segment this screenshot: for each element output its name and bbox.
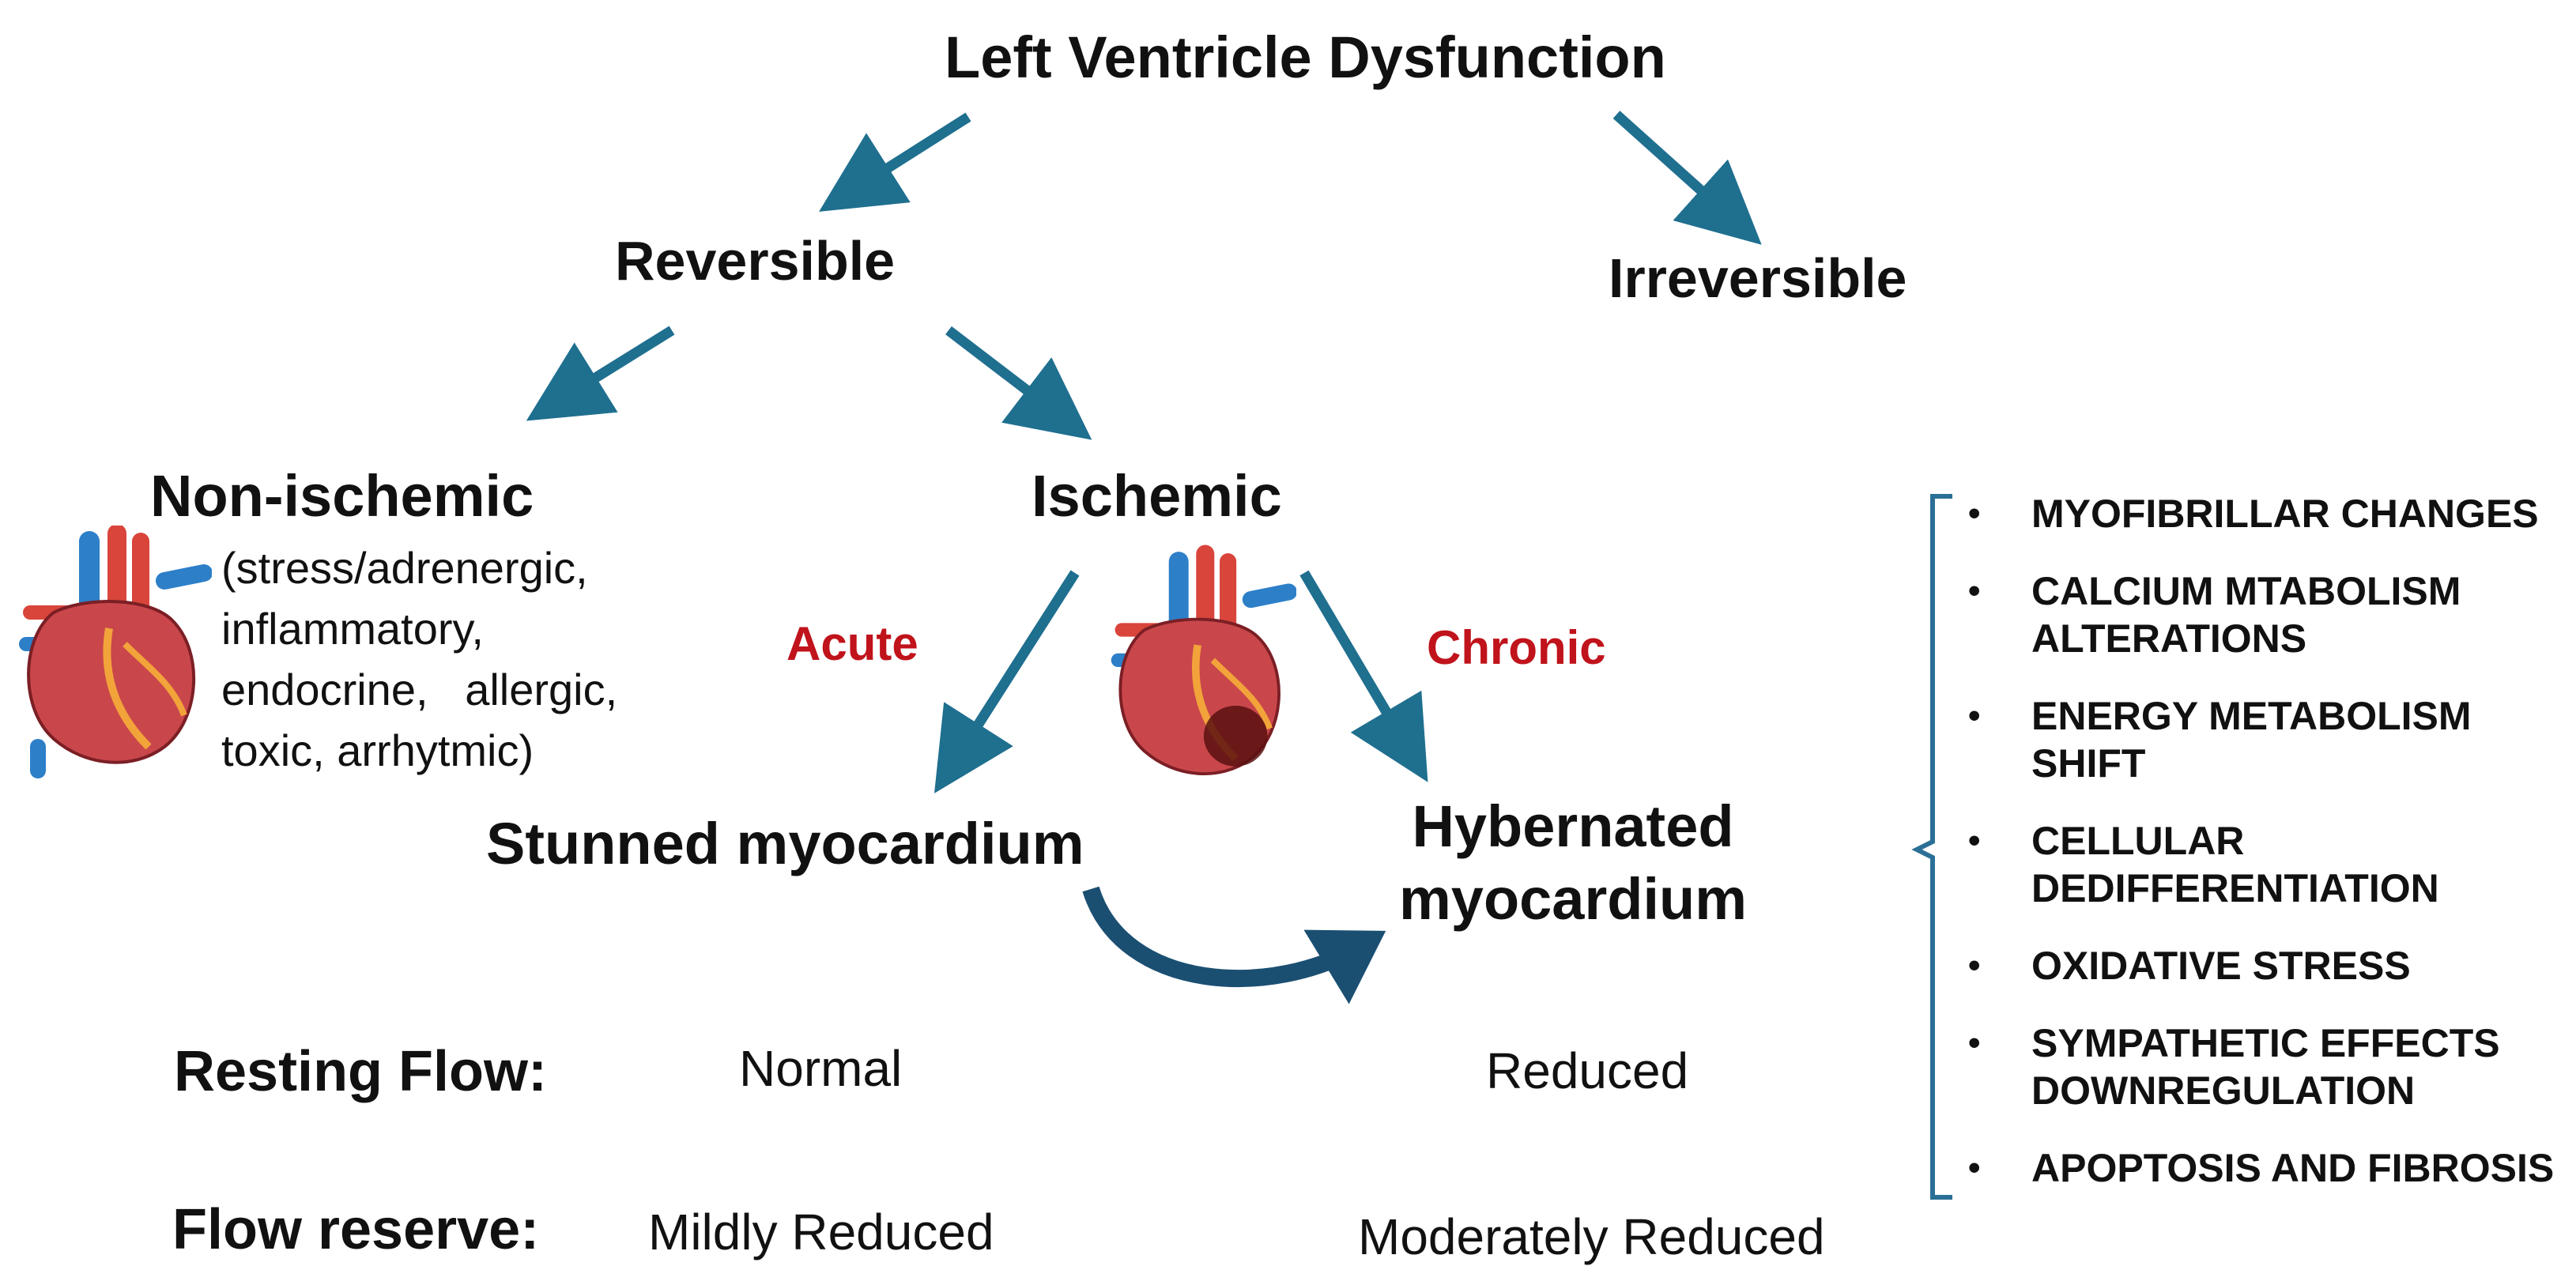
cause-line: toxic, arrhytmic) — [221, 725, 534, 775]
arrow-ischemic-to-hybernated — [1299, 570, 1428, 782]
acute-label: Acute — [786, 617, 918, 670]
stunned-myocardium-label: Stunned myocardium — [486, 811, 1084, 876]
mechanisms-brace — [1911, 494, 1952, 1200]
resting-flow-hybernated: Reduced — [1486, 1042, 1689, 1099]
mechanism-item: SYMPATHETIC EFFECTS DOWNREGULATION — [1968, 1019, 2537, 1114]
hybernated-line: Hybernated — [1412, 793, 1734, 859]
hybernated-myocardium-label: Hybernated myocardium — [1399, 790, 1747, 936]
flow-reserve-hybernated: Moderately Reduced — [1358, 1208, 1825, 1265]
mechanisms-list: MYOFIBRILLAR CHANGES CALCIUM MTABOLISM A… — [1968, 490, 2554, 1222]
cause-line: (stress/adrenergic, — [221, 543, 588, 593]
resting-flow-stunned: Normal — [739, 1040, 903, 1097]
cause-line: endocrine, allergic, — [221, 665, 618, 714]
mechanism-item: OXIDATIVE STRESS — [1968, 942, 2554, 989]
arrow-reversible-to-ischemic — [945, 326, 1092, 440]
mechanism-item: ENERGY METABOLISM SHIFT — [1968, 692, 2537, 787]
chronic-label: Chronic — [1427, 621, 1606, 674]
non-ischemic-label: Non-ischemic — [150, 463, 534, 529]
non-ischemic-causes: (stress/adrenergic, inflammatory, endocr… — [221, 537, 617, 781]
cause-line: inflammatory, — [221, 604, 484, 654]
arrow-stunned-to-hybernated — [1082, 886, 1386, 1004]
ischemic-heart-icon — [1111, 545, 1296, 775]
mechanism-item: APOPTOSIS AND FIBROSIS — [1968, 1144, 2554, 1192]
mechanism-item: CELLULAR DEDIFFERENTIATION — [1968, 817, 2537, 912]
heart-icon — [19, 526, 212, 778]
ischemic-label: Ischemic — [1032, 463, 1282, 529]
root-title: Left Ventricle Dysfunction — [945, 24, 1666, 90]
arrow-reversible-to-nonischemic — [526, 326, 675, 421]
mechanism-item: CALCIUM MTABOLISM ALTERATIONS — [1968, 567, 2537, 662]
flow-reserve-label: Flow reserve: — [172, 1198, 540, 1261]
arrow-ischemic-to-stunned — [934, 570, 1080, 793]
resting-flow-label: Resting Flow: — [174, 1040, 547, 1103]
arrow-root-to-reversible — [819, 112, 971, 212]
hybernated-line: myocardium — [1399, 866, 1748, 932]
flow-reserve-stunned: Mildly Reduced — [648, 1204, 994, 1261]
reversible-label: Reversible — [615, 230, 896, 292]
irreversible-label: Irreversible — [1609, 247, 1907, 309]
arrow-root-to-irreversible — [1612, 111, 1762, 245]
mechanism-item: MYOFIBRILLAR CHANGES — [1968, 490, 2554, 537]
